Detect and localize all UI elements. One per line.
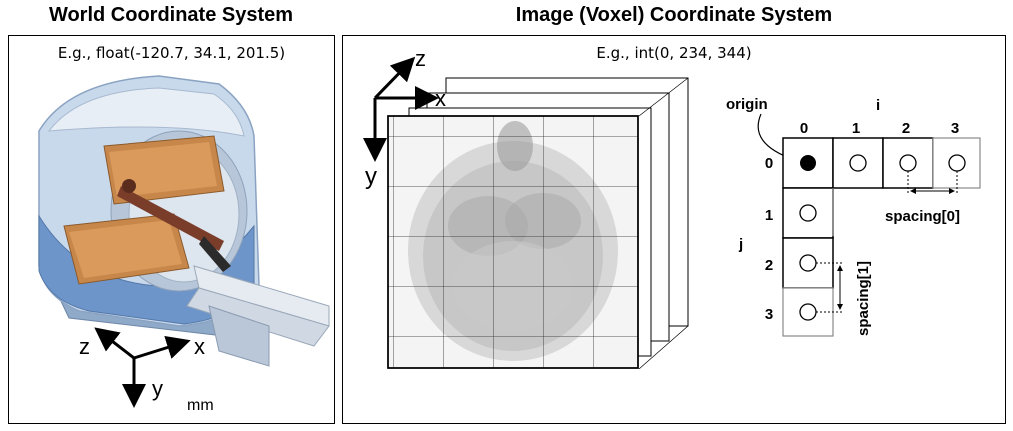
world-x-label: x [194,334,205,359]
column-indices: 0 1 2 3 [800,120,959,137]
world-axes: x z y mm [79,327,214,414]
spacing-1-dimension: spacing[1] [816,261,872,336]
world-y-label: y [152,376,163,401]
world-z-label: z [79,334,90,359]
j-axis-label: j [738,236,743,253]
voxel-center-0-3 [948,154,966,172]
voxel-center-0-1 [849,154,867,172]
image-x-label: x [435,86,446,111]
row-indices: 0 1 2 3 [765,155,773,323]
image-panel-canvas: x z y origin i j 0 1 2 3 0 1 2 3 [363,46,981,370]
world-z-axis-arrow [94,327,135,360]
world-unit-label: mm [187,397,214,414]
row-index-2: 2 [765,257,773,274]
image-axes: x z y [363,46,446,190]
row-index-3: 3 [765,306,773,323]
voxel-center-2-0 [799,254,817,272]
image-y-label: y [365,163,377,190]
row-index-0: 0 [765,155,773,172]
voxel-center-1-0 [799,204,817,222]
world-example-text: E.g., float(-120.7, 34.1, 201.5) [57,44,286,62]
image-z-axis-arrow [373,56,416,100]
col-index-0: 0 [800,120,808,137]
col-index-1: 1 [852,120,860,137]
voxel-center-0-2 [899,154,917,172]
origin-voxel-center [800,155,816,171]
i-axis-label: i [876,97,880,114]
world-panel-canvas: x z y mm [38,75,330,414]
spacing-1-label: spacing[1] [855,261,872,336]
world-coordinate-title: World Coordinate System [48,4,294,26]
mri-scanner-illustration [38,75,330,367]
image-coordinate-panel: E.g., int(0, 234, 344) [342,35,1006,424]
front-slice [387,115,639,369]
voxel-center-3-0 [799,303,817,321]
row-index-1: 1 [765,207,773,224]
voxel-slice-stack [387,77,689,370]
col-index-3: 3 [951,120,959,137]
world-x-axis-arrow [133,335,191,360]
image-coordinate-title: Image (Voxel) Coordinate System [515,4,833,26]
col-index-2: 2 [902,120,910,137]
spacing-0-label: spacing[0] [885,208,960,225]
image-example-text: E.g., int(0, 234, 344) [596,44,752,62]
spacing-0-dimension: spacing[0] [885,171,960,225]
index-grid-diagram: origin i j 0 1 2 3 0 1 2 3 [726,96,981,337]
image-z-label: z [415,46,426,71]
world-coordinate-panel: E.g., float(-120.7, 34.1, 201.5) [8,35,335,424]
origin-label: origin [726,96,768,113]
